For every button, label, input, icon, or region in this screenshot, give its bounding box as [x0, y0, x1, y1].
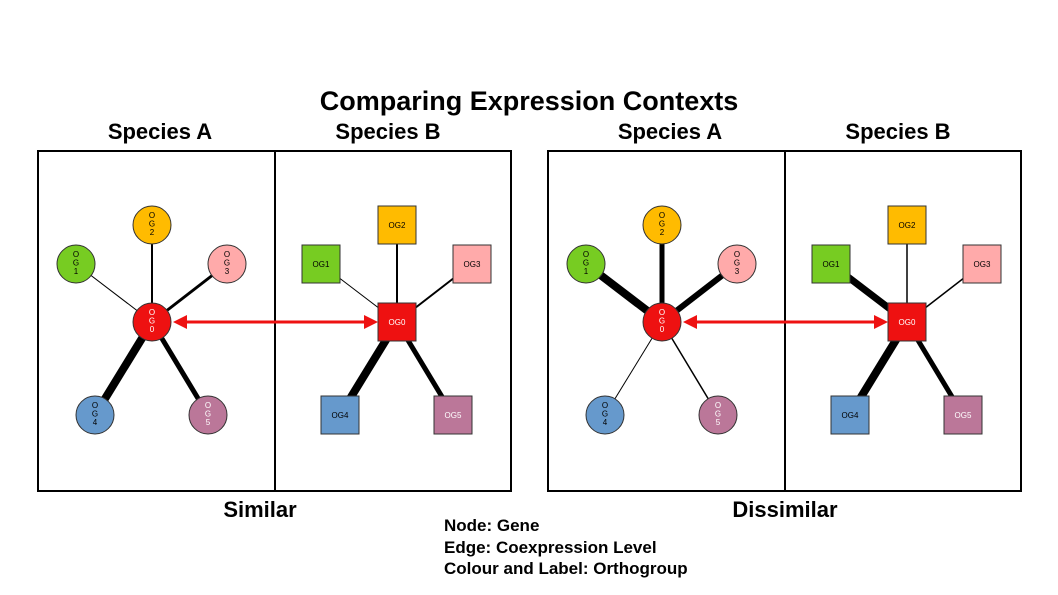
gene-label-OG5: OG5	[955, 411, 972, 420]
gene-node-OG5	[433, 395, 473, 435]
legend-edge: Edge: Coexpression Level	[444, 538, 657, 557]
gene-label-OG4: OG4	[332, 411, 349, 420]
gene-node-OG3	[717, 244, 757, 284]
ortholog-arrow-dissimilar	[683, 315, 888, 329]
caption-dissimilar: Dissimilar	[732, 497, 838, 522]
gene-node-OG0	[887, 302, 927, 342]
gene-node-OG2	[642, 205, 682, 245]
gene-node-OG0	[377, 302, 417, 342]
gene-node-OG3	[452, 244, 492, 284]
gene-node-OG0	[642, 302, 682, 342]
gene-node-OG1	[301, 244, 341, 284]
gene-node-OG5	[698, 395, 738, 435]
gene-label-OG4: OG4	[842, 411, 859, 420]
gene-label-OG2: OG2	[389, 221, 406, 230]
ortholog-arrow-similar	[173, 315, 378, 329]
gene-label-OG1: OG1	[313, 260, 330, 269]
gene-node-OG4	[585, 395, 625, 435]
gene-label-OG3: OG3	[974, 260, 991, 269]
gene-label-OG0: OG0	[899, 318, 916, 327]
species-b-label-similar: Species B	[335, 119, 441, 144]
legend-colour: Colour and Label: Orthogroup	[444, 559, 688, 578]
gene-node-OG2	[887, 205, 927, 245]
gene-node-OG1	[811, 244, 851, 284]
gene-node-OG0	[132, 302, 172, 342]
gene-node-OG2	[377, 205, 417, 245]
species-a-label-similar: Species A	[107, 119, 213, 144]
gene-node-OG4	[830, 395, 870, 435]
gene-node-OG1	[56, 244, 96, 284]
arrow-head-right	[364, 315, 378, 329]
gene-label-OG3: OG3	[464, 260, 481, 269]
arrow-head-left	[173, 315, 187, 329]
arrow-head-left	[683, 315, 697, 329]
species-b-label-dissimilar: Species B	[845, 119, 951, 144]
gene-label-OG0: OG0	[389, 318, 406, 327]
gene-node-OG5	[188, 395, 228, 435]
gene-label-OG5: OG5	[445, 411, 462, 420]
gene-node-OG4	[320, 395, 360, 435]
gene-node-OG2	[132, 205, 172, 245]
gene-node-OG3	[962, 244, 1002, 284]
gene-node-OG5	[943, 395, 983, 435]
species-a-label-dissimilar: Species A	[617, 119, 723, 144]
gene-label-OG2: OG2	[899, 221, 916, 230]
gene-label-OG1: OG1	[823, 260, 840, 269]
gene-node-OG3	[207, 244, 247, 284]
arrow-head-right	[874, 315, 888, 329]
gene-node-OG4	[75, 395, 115, 435]
gene-node-OG1	[566, 244, 606, 284]
diagram-title: Comparing Expression Contexts	[319, 86, 739, 116]
legend-node: Node: Gene	[444, 516, 540, 535]
caption-similar: Similar	[223, 497, 297, 522]
